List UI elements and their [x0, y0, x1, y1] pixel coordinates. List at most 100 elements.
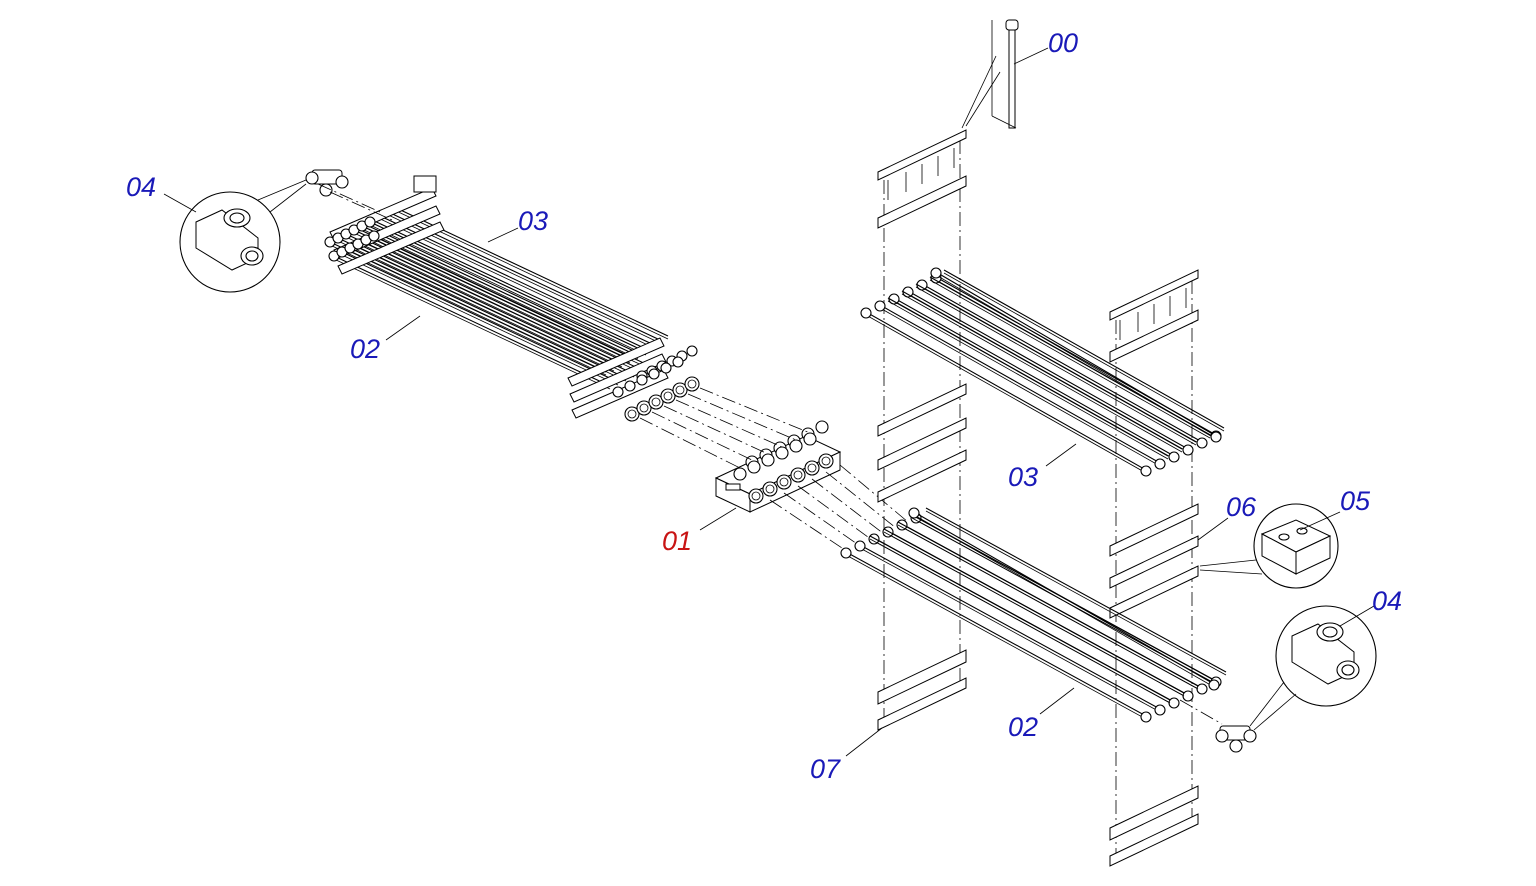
pipe-nut: [854, 540, 866, 552]
pipe: [893, 297, 1175, 457]
pipe-nut: [1196, 437, 1208, 449]
leader-line: [1299, 511, 1341, 531]
pipe-nut: [1168, 451, 1180, 463]
pipe-bundle-upper-right: [860, 267, 1225, 477]
clamp-rail: [1109, 503, 1199, 557]
manifold-port-bore: [751, 491, 761, 501]
pipe: [353, 232, 631, 364]
pipe: [897, 521, 1199, 687]
pipe-end-nut: [648, 368, 660, 380]
manifold-port-nut: [748, 488, 764, 504]
pipe-nut: [1154, 458, 1166, 470]
pipe-nut: [1196, 683, 1208, 695]
pipe: [329, 244, 607, 376]
leader-line: [961, 55, 997, 129]
callout-04-left: 04: [126, 172, 156, 202]
tee-fitting-icon: [195, 208, 264, 271]
manifold-port-bore: [793, 470, 803, 480]
detail-circle-clamp: [1199, 503, 1339, 589]
pipe-nut: [1182, 444, 1194, 456]
pipe: [341, 251, 619, 383]
leader-line: [385, 315, 421, 341]
callout-02-left: 02: [350, 334, 380, 364]
leader-line: [845, 727, 883, 757]
pipe-end-nut-bore: [627, 409, 637, 419]
pipe: [879, 307, 1161, 467]
callout-03-right: 03: [1008, 462, 1038, 492]
pipe: [859, 544, 1161, 710]
clamp-plate-left-bot: [337, 221, 445, 275]
pipe-nut: [874, 300, 886, 312]
align-line: [687, 393, 797, 441]
pipe-bundle-lower-right: [840, 507, 1227, 723]
pipe-nut: [908, 507, 920, 519]
pipe-nut: [1182, 690, 1194, 702]
pipe: [357, 243, 635, 375]
pipe-nut: [1168, 697, 1180, 709]
align-line: [639, 417, 741, 469]
pipe: [365, 242, 643, 374]
pipe: [845, 554, 1147, 720]
pipe: [859, 547, 1161, 713]
align-line: [1179, 699, 1223, 725]
pipe-nut: [930, 267, 942, 279]
pipe-end-nut: [364, 216, 376, 228]
pipe: [361, 225, 639, 357]
tee-fitting-icon: [1291, 622, 1360, 685]
align-line: [797, 485, 873, 541]
pipe: [879, 304, 1161, 464]
pipe: [925, 510, 1227, 676]
pipe: [373, 238, 651, 370]
manifold-port-bore: [821, 456, 831, 466]
pipe: [915, 286, 1197, 446]
pipe-end-nut: [624, 380, 636, 392]
pipe: [925, 507, 1227, 673]
align-line: [651, 411, 755, 462]
pipe: [887, 300, 1169, 460]
pipe-nut: [860, 307, 872, 319]
pipe: [929, 279, 1211, 439]
align-line: [663, 405, 769, 455]
pipe: [907, 290, 1189, 450]
pipe: [869, 538, 1171, 704]
pipe: [865, 314, 1147, 474]
manifold-port-bore: [807, 463, 817, 473]
leader-line: [1039, 687, 1075, 715]
pipe: [365, 239, 643, 371]
pipe: [935, 274, 1217, 440]
detail-circle-left: [179, 179, 307, 293]
manifold-port-nut: [818, 453, 834, 469]
clamp-plate-mid-top: [567, 337, 665, 387]
manifold-port-nut: [790, 467, 806, 483]
pipe-end-nut: [660, 362, 672, 374]
pipe: [373, 235, 651, 367]
pipe-nut: [1154, 704, 1166, 716]
callout-06: 06: [1226, 492, 1257, 522]
pipe-end-nut-bore: [639, 403, 649, 413]
callout-05: 05: [1340, 486, 1371, 516]
pipe: [345, 236, 623, 368]
pipe-end-nut: [612, 386, 624, 398]
manifold-port-nut: [803, 432, 817, 446]
align-line: [769, 499, 849, 553]
pipe-end-nut: [672, 382, 688, 398]
leader-line: [965, 71, 1001, 127]
align-line: [783, 492, 861, 547]
pipe: [333, 258, 611, 390]
align-line: [317, 183, 381, 213]
leader-line: [1197, 517, 1229, 541]
pipe: [929, 276, 1211, 436]
pipe-end-nut-bore: [651, 397, 661, 407]
align-line: [839, 464, 909, 523]
pipe-end-nut-bore: [663, 391, 673, 401]
pipe-end-nut-bore: [675, 385, 685, 395]
manifold-port-nut: [762, 481, 778, 497]
pipe: [357, 246, 635, 378]
manifold-port-nut: [775, 446, 789, 460]
detail-circle-right: [1249, 605, 1377, 731]
align-line: [825, 471, 897, 529]
leader-line: [1045, 443, 1077, 467]
pipe: [883, 528, 1185, 694]
pipe: [913, 514, 1215, 688]
